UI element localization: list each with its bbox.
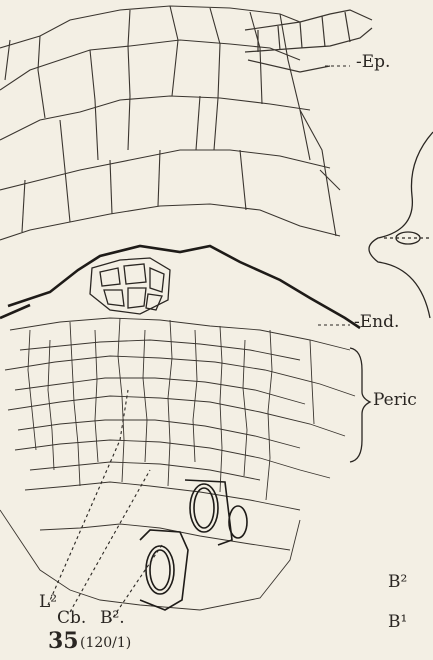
label-l2: L² bbox=[39, 594, 57, 611]
label-endodermis: -End. bbox=[354, 314, 399, 331]
figure-magnification: (120/1) bbox=[80, 636, 131, 650]
label-b2-left: B². bbox=[100, 610, 125, 627]
label-b1-right: B¹ bbox=[388, 614, 407, 631]
label-epidermis: -Ep. bbox=[356, 54, 390, 71]
label-pericycle: Peric bbox=[373, 392, 417, 409]
label-b2-right: B² bbox=[388, 574, 407, 591]
figure-number: 35 bbox=[48, 630, 79, 652]
label-cb: Cb. bbox=[57, 610, 86, 627]
